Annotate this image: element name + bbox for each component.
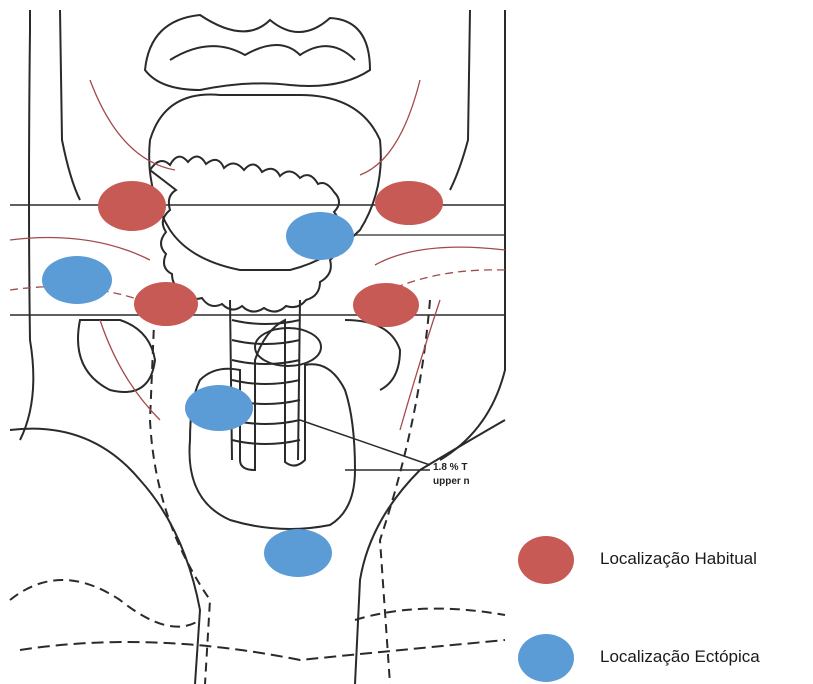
anatomy-drawing xyxy=(10,10,505,684)
ectopic-marker-center xyxy=(286,212,354,260)
lower-body-left xyxy=(10,429,200,684)
vessel-left-1 xyxy=(90,80,175,170)
legend-swatch-ectopic xyxy=(518,634,574,682)
legend-label-ectopic: Localização Ectópica xyxy=(600,647,760,667)
annotation-line-1: 1.8 % T xyxy=(433,462,467,473)
trachea-ring-7 xyxy=(232,440,300,444)
legend-swatch-habitual xyxy=(518,536,574,584)
vessels xyxy=(10,80,505,430)
habitual-marker-lower-right xyxy=(353,283,419,327)
neck-outline-left xyxy=(20,10,33,440)
trachea-ring-1 xyxy=(232,320,300,324)
ectopic-marker-mid xyxy=(185,385,253,431)
neck-outline-left-inner xyxy=(60,10,80,200)
legend-label-habitual: Localização Habitual xyxy=(600,549,757,569)
dashed-guide-right xyxy=(380,300,430,684)
habitual-marker-upper-right xyxy=(375,181,443,225)
side-structure-left xyxy=(78,320,155,392)
side-structure-right xyxy=(345,320,400,390)
annotation-leader xyxy=(300,420,430,470)
ectopic-marker-left xyxy=(42,256,112,304)
hyoid-bone xyxy=(145,15,370,90)
isthmus-ring-marker xyxy=(255,328,321,366)
ectopic-marker-bottom xyxy=(264,529,332,577)
vessel-right-2 xyxy=(375,247,505,265)
neck-outline-right-inner xyxy=(450,10,470,190)
annotation-line-2: upper n xyxy=(433,476,470,487)
clavicle-left xyxy=(10,580,200,627)
trachea-left xyxy=(230,300,232,460)
ectopic-markers xyxy=(42,212,354,577)
hyoid-inner xyxy=(170,45,355,60)
vessel-right-3 xyxy=(390,270,505,290)
habitual-markers xyxy=(98,181,443,327)
habitual-marker-upper-left xyxy=(98,181,166,231)
bottom-dashed xyxy=(20,640,505,660)
trachea-ring-4 xyxy=(232,380,300,384)
vessel-right-1 xyxy=(360,80,420,175)
habitual-marker-lower-left xyxy=(134,282,198,326)
trachea-ring-2 xyxy=(232,340,300,344)
clavicle-right xyxy=(355,609,505,620)
lower-body-right xyxy=(355,420,505,684)
